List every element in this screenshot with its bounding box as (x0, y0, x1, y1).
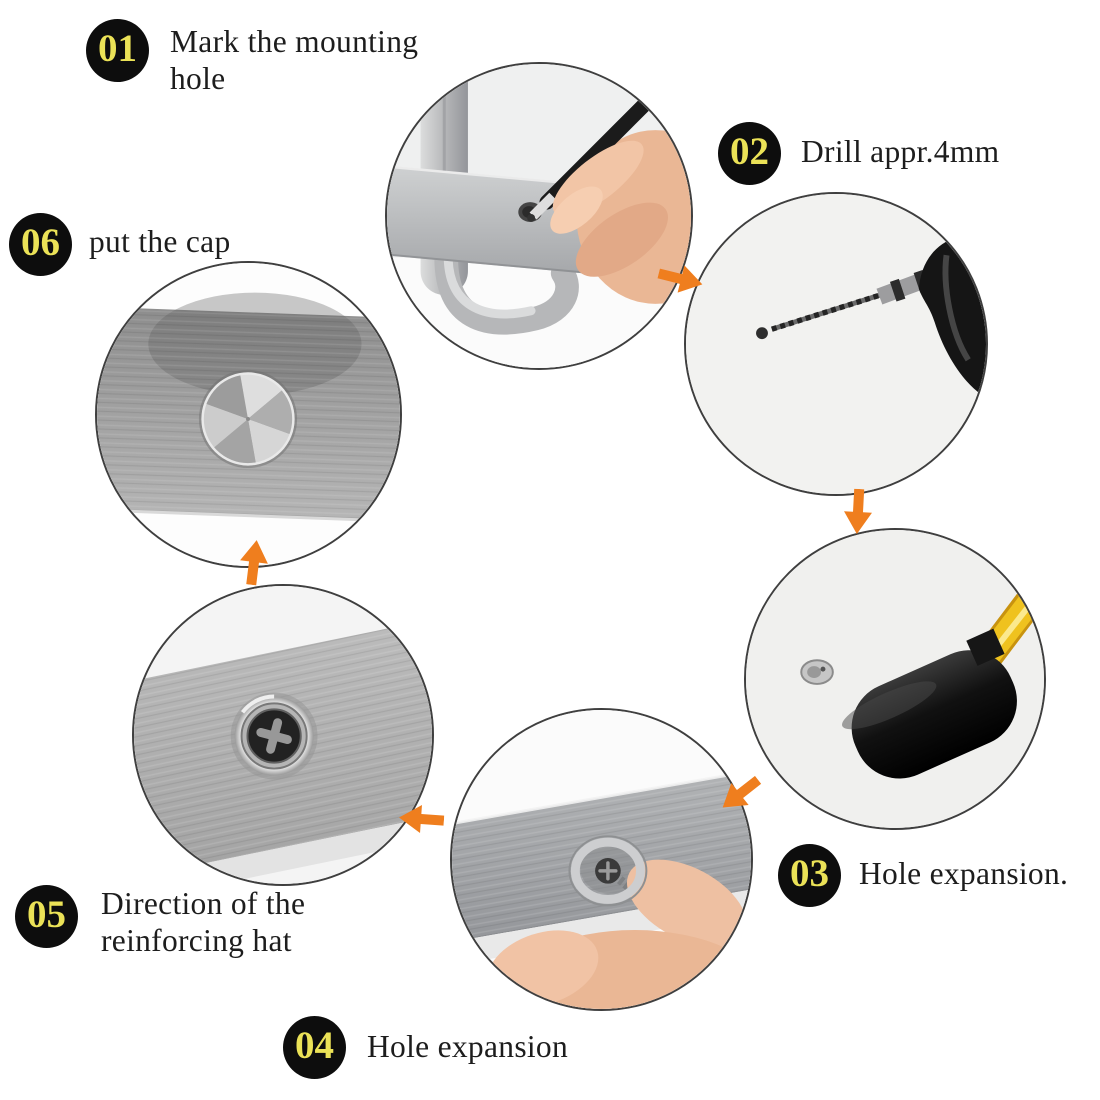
step-03-photo (744, 528, 1046, 830)
flow-arrow-05-to-06-icon (240, 540, 268, 586)
step-06-badge: 06 (9, 213, 72, 276)
step-03-label: Hole expansion. (859, 856, 1069, 891)
step-05-badge: 05 (15, 885, 78, 948)
step-04-badge: 04 (283, 1016, 346, 1079)
step-03-badge: 03 (778, 844, 841, 907)
step-02-label: Drill appr.4mm (801, 134, 1000, 169)
step-06-label: put the cap (89, 224, 231, 259)
step-06-photo (95, 261, 402, 568)
step-01-photo (385, 62, 693, 370)
step-01-badge: 01 (86, 19, 149, 82)
step-04-photo (450, 708, 753, 1011)
step-05-label: Direction of the reinforcing hat (101, 886, 306, 958)
flow-arrow-02-to-03-icon (844, 488, 872, 534)
step-01-label: Mark the mounting hole (170, 24, 419, 96)
flow-arrow-04-to-05-icon (399, 805, 445, 833)
step-02-badge: 02 (718, 122, 781, 185)
step-05-photo (132, 584, 434, 886)
step-02-photo (684, 192, 988, 496)
step-04-label: Hole expansion (367, 1029, 569, 1064)
flow-arrow-03-to-04-icon (722, 775, 762, 808)
flow-arrow-01-to-02-icon (657, 265, 703, 293)
